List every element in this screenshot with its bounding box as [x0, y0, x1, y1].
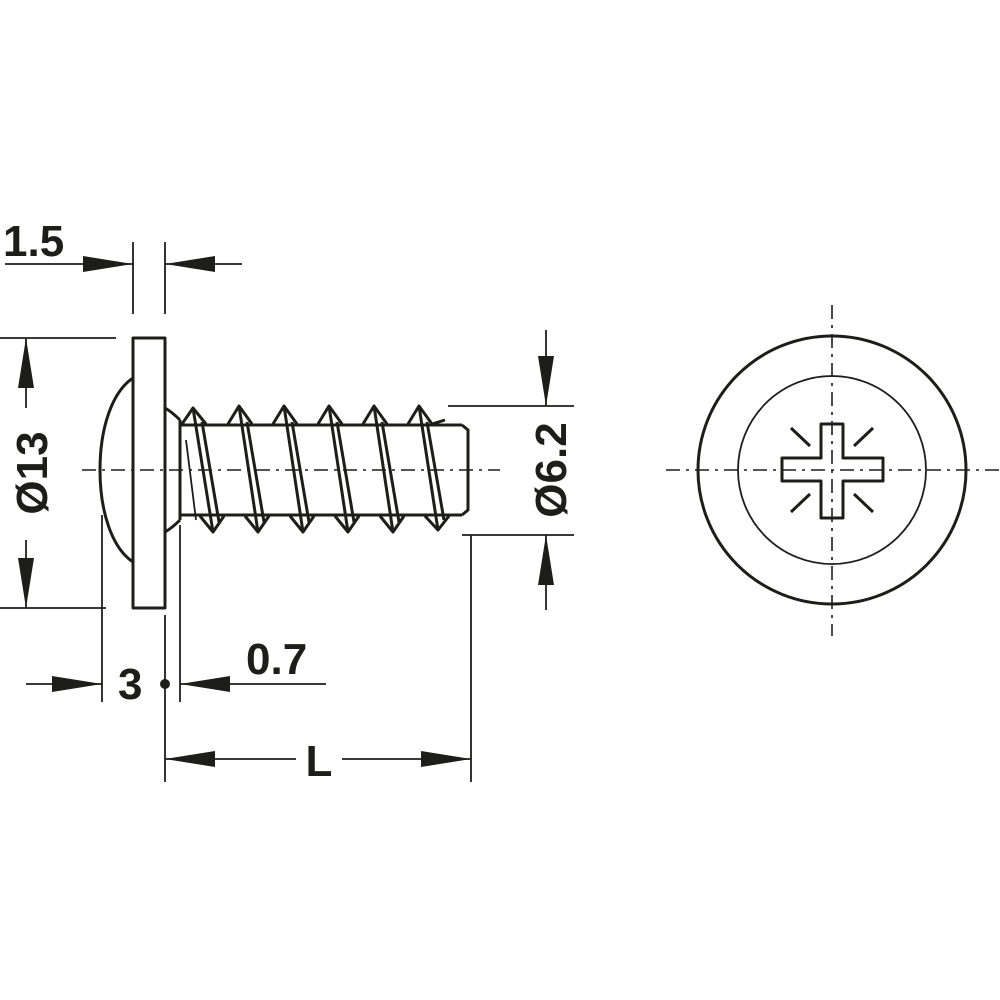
screw-shank: [178, 420, 470, 520]
pozidriv-tick-marks: [789, 426, 875, 514]
screw-head-dome: [98, 376, 134, 564]
screw-flange: [131, 336, 167, 610]
thread-crests-bottom: [198, 514, 451, 534]
pozidriv-recess-icon: [780, 422, 885, 520]
head-height-label: 3: [118, 660, 142, 709]
head-diameter-label: Ø13: [8, 431, 57, 514]
flange-thickness-label: 1.5: [3, 217, 64, 266]
screw-front-view: [666, 305, 1000, 636]
length-label: L: [306, 737, 333, 786]
dimension-flange-thickness: 1.5: [3, 217, 242, 314]
head-inner-circle: [737, 375, 927, 565]
dimension-thread-diameter: Ø6.2: [448, 330, 576, 610]
dimension-head-diameter: Ø13: [0, 337, 116, 609]
head-outer-circle: [696, 334, 968, 606]
thread-flanks: [185, 405, 446, 533]
screw-neck: [164, 406, 182, 534]
thread-diameter-label: Ø6.2: [527, 422, 576, 517]
dimension-head-height-neck: 3 0.7: [26, 515, 326, 782]
thread-crests-top: [180, 404, 446, 426]
reference-dot: [160, 679, 170, 689]
neck-length-label: 0.7: [246, 635, 307, 684]
screw-side-view: [82, 336, 500, 610]
dimension-length: L: [165, 535, 472, 786]
